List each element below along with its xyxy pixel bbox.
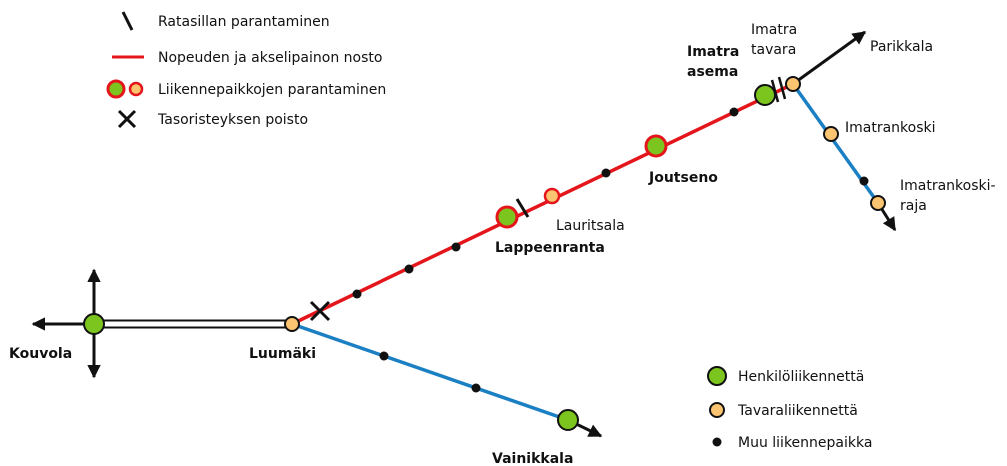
minor-stop bbox=[451, 242, 461, 252]
legend-label-crossing: Tasoristeyksen poisto bbox=[157, 112, 308, 128]
station-legend-symbol-green bbox=[106, 79, 126, 99]
label-imatra-tavara-line2: tavara bbox=[751, 42, 796, 58]
station-imatrankoski bbox=[823, 126, 839, 142]
station-luumaki bbox=[284, 316, 300, 332]
station-vainikkala bbox=[557, 409, 579, 431]
station-imatra-tavara bbox=[785, 76, 801, 92]
legend: Ratasillan parantaminen Nopeuden ja akse… bbox=[106, 11, 386, 129]
line-luumaki-vainikkala bbox=[291, 322, 569, 422]
stop-type-legend: Henkilöliikennettä Tavaraliikennettä Muu… bbox=[707, 366, 872, 451]
label-imatra-asema-line2: asema bbox=[687, 64, 738, 80]
station-joutseno bbox=[644, 134, 668, 158]
minor-stop bbox=[601, 168, 611, 178]
minor-stop bbox=[404, 264, 414, 274]
bridge-legend-symbol bbox=[121, 11, 134, 31]
legend-label-other-stop: Muu liikennepaikka bbox=[738, 435, 872, 451]
legend-label-stations: Liikennepaikkojen parantaminen bbox=[158, 82, 386, 98]
label-vainikkala: Vainikkala bbox=[492, 451, 573, 466]
label-imatrankoski: Imatrankoski bbox=[845, 120, 936, 136]
improved-line-luumaki-imatra bbox=[291, 82, 794, 326]
station-lappeenranta bbox=[495, 205, 519, 229]
station-imatrankoskiraja bbox=[870, 195, 886, 211]
legend-label-passenger: Henkilöliikennettä bbox=[738, 369, 864, 385]
other-stop-legend-symbol bbox=[712, 437, 722, 447]
label-imatrankoskiraja-line2: raja bbox=[900, 198, 927, 214]
minor-stop bbox=[859, 176, 869, 186]
minor-stop bbox=[352, 289, 362, 299]
legend-label-freight: Tavaraliikennettä bbox=[737, 403, 858, 419]
freight-legend-symbol bbox=[709, 402, 725, 418]
arrow-to-parikkala bbox=[792, 30, 867, 86]
label-imatra-tavara-line1: Imatra bbox=[751, 22, 797, 38]
label-luumaki: Luumäki bbox=[249, 346, 316, 362]
legend-label-bridge: Ratasillan parantaminen bbox=[158, 14, 330, 30]
label-lauritsala: Lauritsala bbox=[556, 218, 625, 234]
station-imatra-asema bbox=[754, 84, 776, 106]
legend-label-speed: Nopeuden ja akselipainon nosto bbox=[158, 50, 382, 66]
other-stops bbox=[352, 107, 869, 393]
label-lappeenranta: Lappeenranta bbox=[495, 240, 605, 256]
bridge-marker-lauritsala bbox=[515, 198, 530, 218]
label-imatrankoskiraja-line1: Imatrankoski- bbox=[900, 178, 996, 194]
label-parikkala: Parikkala bbox=[870, 39, 933, 55]
label-joutseno: Joutseno bbox=[648, 170, 718, 186]
label-imatra-asema-line1: Imatra bbox=[687, 44, 739, 60]
station-legend-symbol-orange bbox=[128, 81, 144, 97]
minor-stop bbox=[379, 351, 389, 361]
passenger-legend-symbol bbox=[707, 366, 727, 386]
station-lauritsala bbox=[543, 187, 561, 205]
crossing-marker-luumaki bbox=[309, 300, 331, 322]
station-kouvola bbox=[83, 313, 105, 335]
crossing-legend-symbol bbox=[117, 109, 137, 129]
label-kouvola: Kouvola bbox=[9, 346, 72, 362]
kouvola-luumaki-double-track bbox=[94, 319, 292, 329]
minor-stop bbox=[729, 107, 739, 117]
minor-stop bbox=[471, 383, 481, 393]
